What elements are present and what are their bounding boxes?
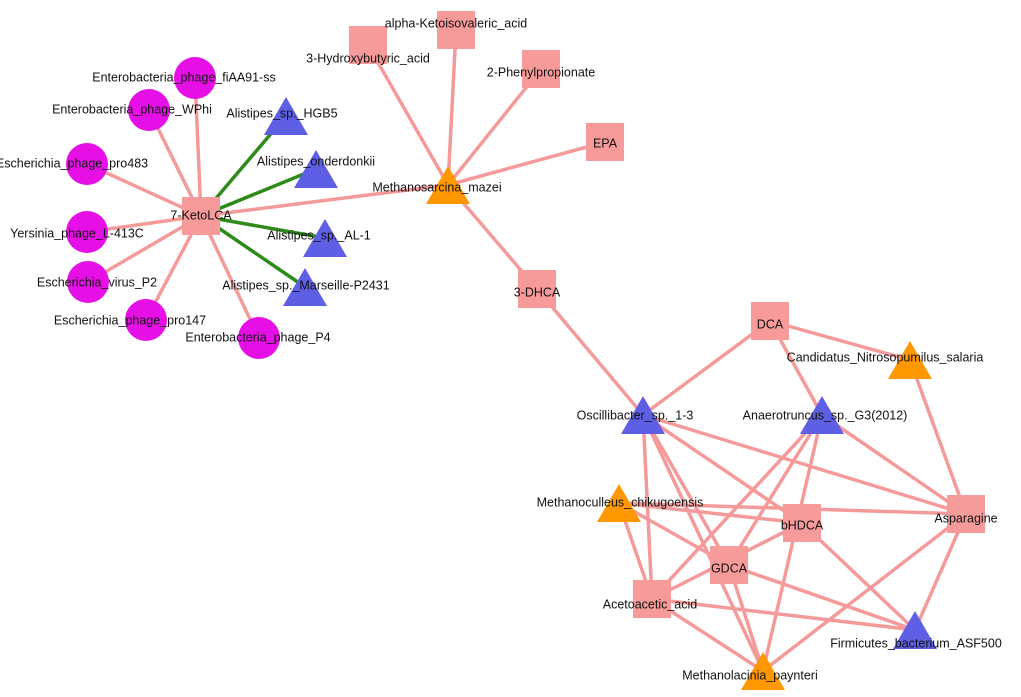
edge-chikugo-bhdca <box>617 501 804 525</box>
node-ketolca[interactable] <box>182 197 220 235</box>
node-marseille[interactable] <box>283 268 327 306</box>
edge-anaero-paynteri <box>761 413 824 673</box>
node-pro147[interactable] <box>125 299 167 341</box>
edge-ketolca-fiaa91 <box>193 76 203 218</box>
node-anaero[interactable] <box>800 396 844 434</box>
edge-dhca3-oscilli <box>535 287 645 417</box>
edge-asparagine-paynteri <box>761 512 968 673</box>
node-l413c[interactable] <box>66 211 108 253</box>
label-dhca3: 3-DHCA <box>514 285 561 299</box>
node-p2[interactable] <box>67 261 109 303</box>
node-onderdonkii[interactable] <box>294 150 338 188</box>
node-bhdca[interactable] <box>783 504 821 542</box>
node-chikugo[interactable] <box>597 484 641 522</box>
label-hydroxy: 3-Hydroxybutyric_acid <box>306 51 430 65</box>
label-bhdca: bHDCA <box>781 518 824 532</box>
label-onderdonkii: Alistipes_onderdonkii <box>257 154 375 168</box>
node-p4[interactable] <box>238 317 280 359</box>
label-wphi: Enterobacteria_phage_WPhi <box>52 102 212 116</box>
node-hgb5[interactable] <box>264 97 308 135</box>
edge-oscilli-bhdca <box>641 413 804 525</box>
node-nitroso[interactable] <box>888 341 932 379</box>
edge-anaero-asparagine <box>820 413 968 516</box>
node-paynteri[interactable] <box>741 652 785 690</box>
node-asparagine[interactable] <box>947 495 985 533</box>
node-hydroxy[interactable] <box>349 26 387 64</box>
label-hgb5: Alistipes_sp._HGB5 <box>226 106 337 120</box>
node-phenyl[interactable] <box>522 50 560 88</box>
label-chikugo: Methanoculleus_chikugoensis <box>537 495 704 509</box>
edge-oscilli-asparagine <box>641 413 968 516</box>
node-wphi[interactable] <box>128 89 170 131</box>
label-pro147: Escherichia_phage_pro147 <box>54 313 206 327</box>
label-fiaa91: Enterobacteria_phage_fiAA91-ss <box>92 70 275 84</box>
edge-mazei-phenyl <box>446 67 543 187</box>
edge-asparagine-firmicutes <box>913 512 968 632</box>
node-firmicutes[interactable] <box>893 611 937 649</box>
node-aketo[interactable] <box>437 11 475 49</box>
edge-acetoacetic-firmicutes <box>650 597 917 632</box>
label-anaero: Anaerotruncus_sp._G3(2012) <box>743 408 908 422</box>
label-asparagine: Asparagine <box>934 511 997 525</box>
label-nitroso: Candidatus_Nitrosopumilus_salaria <box>787 350 984 364</box>
edge-mazei-epa <box>446 140 607 187</box>
edge-gdca-firmicutes <box>727 563 917 632</box>
label-mazei: Methanosarcina_mazei <box>372 180 501 194</box>
edge-dca-nitroso <box>768 319 912 362</box>
node-dca[interactable] <box>751 302 789 340</box>
edge-mazei-aketo <box>446 28 458 187</box>
edge-anaero-gdca <box>727 413 824 567</box>
edge-nitroso-asparagine <box>908 358 968 516</box>
label-p2: Escherichia_virus_P2 <box>37 275 157 289</box>
labels-layer: 7-KetoLCA Enterobacteria_phage_fiAA91-ssE… <box>0 16 1002 682</box>
label-epa: EPA <box>593 136 618 150</box>
label-p4: Enterobacteria_phage_P4 <box>185 330 330 344</box>
edge-oscilli-gdca <box>641 413 731 567</box>
node-al1[interactable] <box>303 219 347 257</box>
edge-ketolca-onderdonkii <box>199 167 318 218</box>
nodes-layer <box>66 11 985 690</box>
label-aketo: alpha-Ketoisovaleric_acid <box>385 16 527 30</box>
label-marseille: Alistipes_sp._Marseille-P2431 <box>222 278 389 292</box>
label-firmicutes: Firmicutes_bacterium_ASF500 <box>830 636 1002 650</box>
label-pro483: Escherichia_phage_pro483 <box>0 156 148 170</box>
edge-ketolca-p4 <box>199 214 261 340</box>
label-ketolca: 7-KetoLCA <box>170 208 232 222</box>
label-paynteri: Methanolacinia_paynteri <box>682 668 818 682</box>
node-mazei[interactable] <box>426 166 470 204</box>
label-gdca: GDCA <box>711 561 748 575</box>
node-epa[interactable] <box>586 123 624 161</box>
edge-ketolca-al1 <box>199 214 327 240</box>
node-oscilli[interactable] <box>621 396 665 434</box>
label-phenyl: 2-Phenylpropionate <box>487 65 595 79</box>
node-gdca[interactable] <box>710 546 748 584</box>
label-l413c: Yersinia_phage_L-413C <box>10 226 144 240</box>
edge-ketolca-mazei <box>199 183 450 218</box>
edge-mazei-hydroxy <box>366 43 450 187</box>
label-al1: Alistipes_sp._AL-1 <box>267 228 371 242</box>
edge-dca-oscilli <box>641 319 772 417</box>
node-acetoacetic[interactable] <box>633 580 671 618</box>
node-pro483[interactable] <box>66 143 108 185</box>
node-dhca3[interactable] <box>518 270 556 308</box>
label-acetoacetic: Acetoacetic_acid <box>603 597 698 611</box>
label-oscilli: Oscillibacter_sp._1-3 <box>577 408 694 422</box>
label-dca: DCA <box>757 317 784 331</box>
node-fiaa91[interactable] <box>174 57 216 99</box>
